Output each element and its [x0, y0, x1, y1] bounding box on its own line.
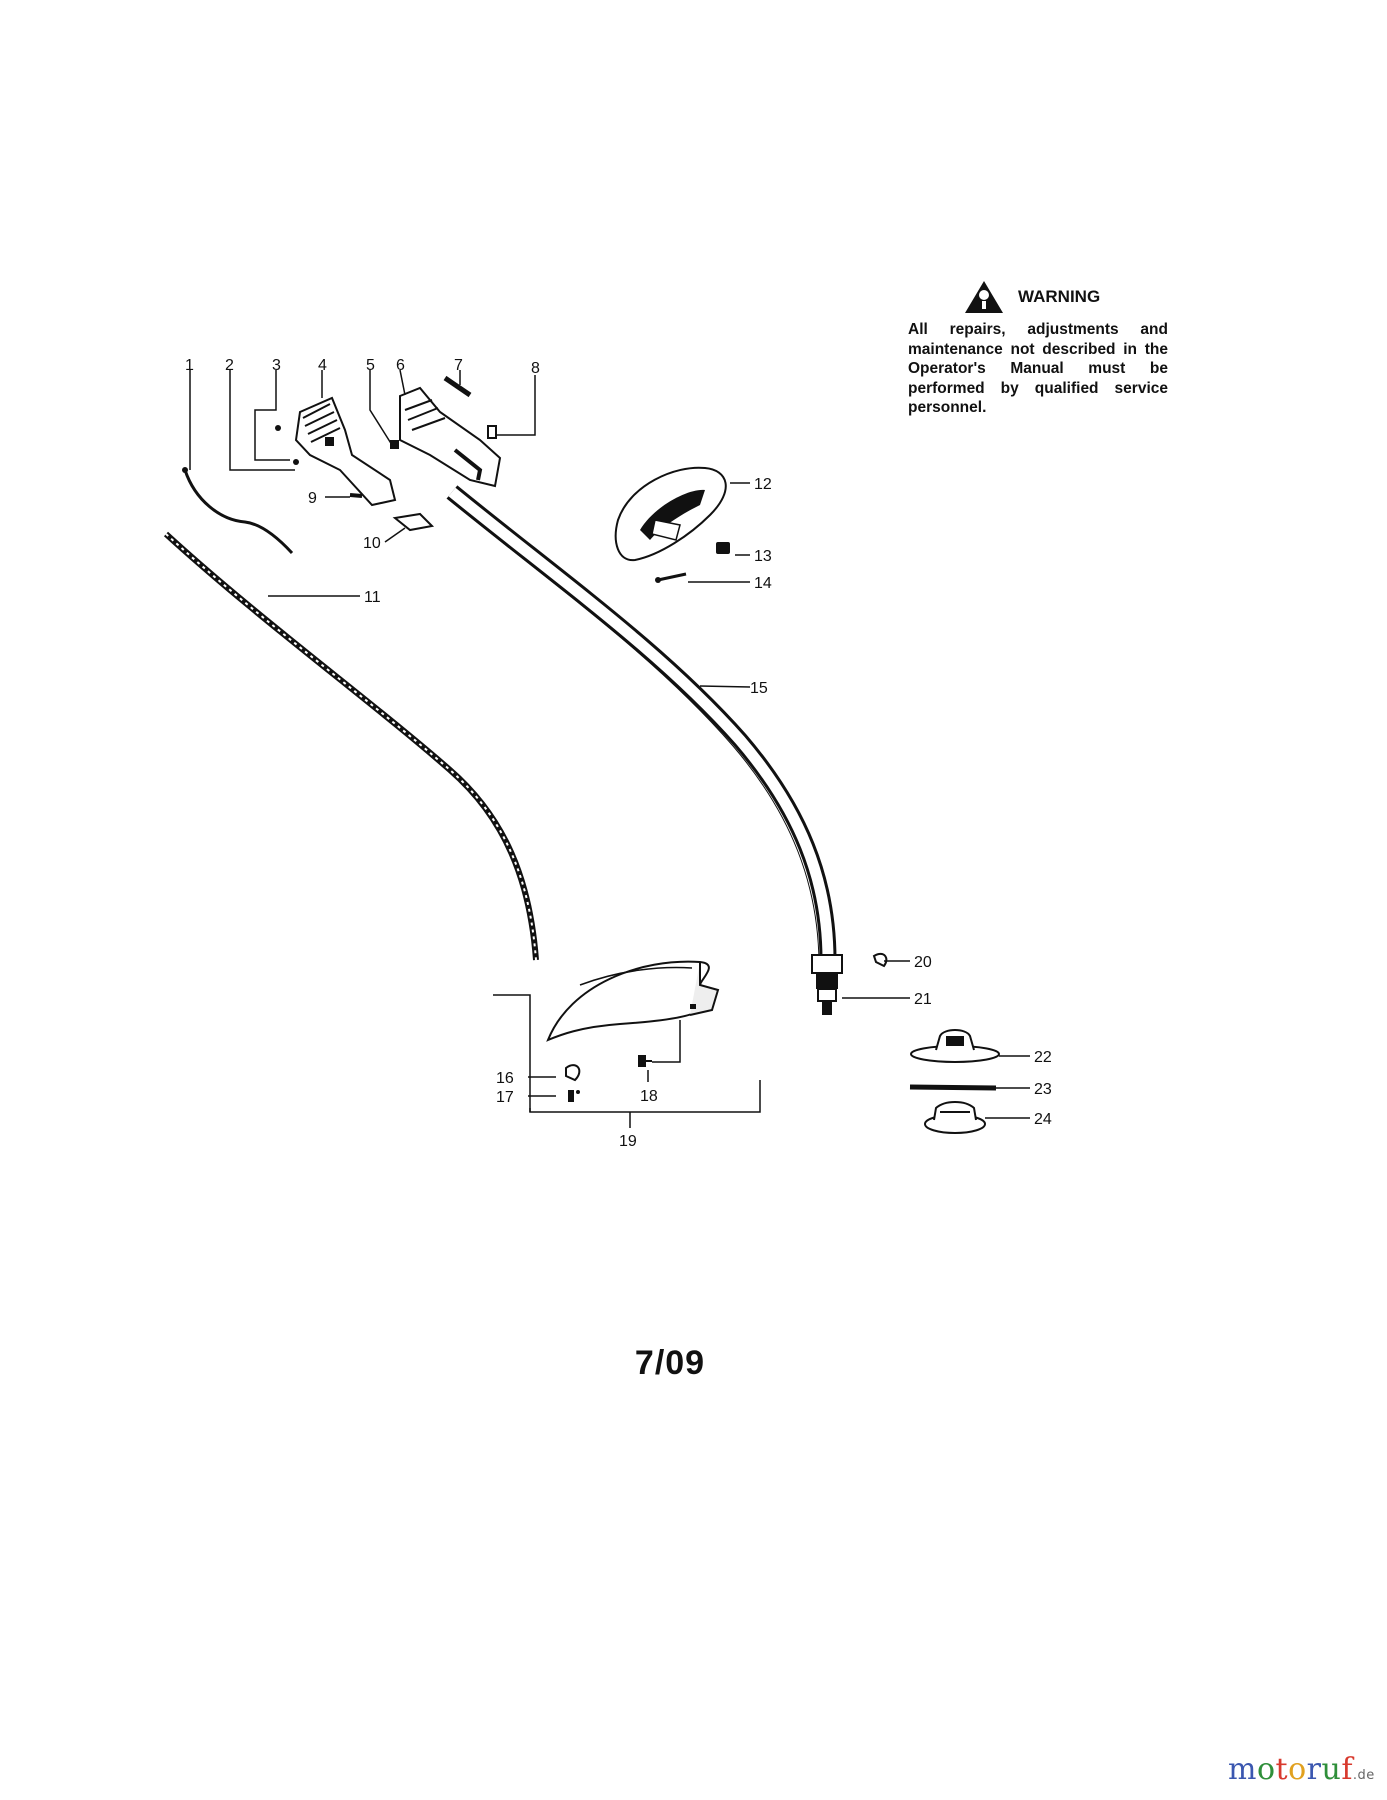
watermark-letter: f [1341, 1752, 1353, 1787]
part-number-5: 5 [366, 357, 375, 374]
spool-part [924, 1101, 986, 1134]
guard-bolt-part [568, 1090, 580, 1102]
part-number-17: 17 [496, 1089, 514, 1106]
watermark-letters: motoruf [1228, 1752, 1353, 1787]
part-number-15: 15 [750, 680, 768, 697]
part-number-13: 13 [754, 548, 772, 565]
part-number-2: 2 [225, 357, 234, 374]
part-number-20: 20 [914, 954, 932, 971]
part-number-6: 6 [396, 357, 405, 374]
watermark-letter: r [1306, 1752, 1322, 1787]
small-hardware-parts [275, 375, 497, 532]
handle-housing-part [294, 396, 397, 507]
warning-triangle-icon [965, 281, 1003, 313]
part-number-10: 10 [363, 535, 381, 552]
debris-guard-part [546, 960, 720, 1042]
part-number-19: 19 [619, 1133, 637, 1150]
watermark-letter: m [1228, 1752, 1257, 1787]
shaft-tube-part [446, 485, 837, 963]
page-number: 7/09 [634, 1344, 706, 1382]
shaft-head-part [811, 954, 843, 1015]
assist-handle-part [614, 466, 727, 562]
drive-cable-part [163, 531, 539, 961]
trimmer-line-part [909, 1084, 997, 1091]
guard-clip-part [565, 1064, 581, 1082]
handle-screw-part [655, 572, 687, 583]
part-number-16: 16 [496, 1070, 514, 1087]
part-number-4: 4 [318, 357, 327, 374]
part-number-24: 24 [1034, 1111, 1052, 1128]
watermark-suffix: .de [1352, 1768, 1375, 1783]
part-number-7: 7 [454, 357, 463, 374]
watermark-letter: u [1321, 1752, 1342, 1787]
warning-title: WARNING [1018, 287, 1101, 306]
part-number-9: 9 [308, 490, 317, 507]
part-number-18: 18 [640, 1088, 658, 1105]
handle-bolt-part [716, 542, 730, 554]
part-number-8: 8 [531, 360, 540, 377]
part-number-23: 23 [1034, 1081, 1052, 1098]
part-number-14: 14 [754, 575, 772, 592]
part-number-22: 22 [1034, 1049, 1052, 1066]
watermark-logo: motoruf.de [1228, 1752, 1375, 1787]
shaft-clamp-part [872, 952, 888, 968]
throttle-cable-part [182, 467, 294, 555]
watermark-letter: o [1256, 1752, 1276, 1787]
warning-notice: WARNING All repairs, adjustments and mai… [908, 280, 1168, 418]
part-number-1: 1 [185, 357, 194, 374]
guard-screw-part [638, 1055, 652, 1067]
leader-lines [189, 369, 1030, 1128]
part-number-12: 12 [754, 476, 772, 493]
engine-housing-part [399, 386, 502, 488]
part-number-3: 3 [272, 357, 281, 374]
warning-text: All repairs, adjustments and maintenance… [908, 321, 1168, 416]
watermark-letter: o [1288, 1752, 1307, 1787]
warning-header: WARNING [964, 280, 1168, 314]
watermark-letter: t [1275, 1752, 1289, 1787]
spool-housing-part [910, 1029, 1000, 1063]
part-number-11: 11 [364, 589, 381, 606]
part-number-21: 21 [914, 991, 932, 1008]
